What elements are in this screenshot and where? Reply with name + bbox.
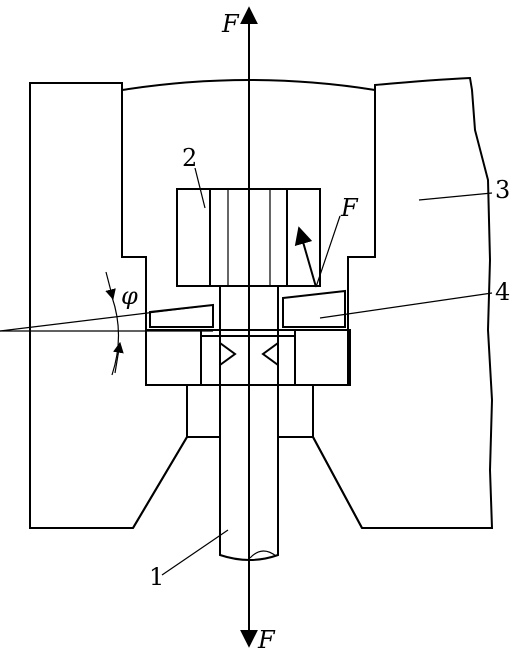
housing-hatched-left (29, 82, 188, 529)
leader-2 (194, 167, 206, 209)
bushing-right (294, 329, 351, 386)
bolt-neck-fill-r (277, 335, 296, 386)
part-1-label: 1 (149, 563, 164, 591)
angle-arc (111, 296, 120, 376)
part-4-label: 4 (495, 278, 510, 306)
angle-arrow-top (105, 271, 116, 301)
part-2-label: 2 (182, 144, 197, 172)
housing-left-section (30, 77, 375, 528)
wedge-ring-right (282, 289, 346, 328)
force-bottom-label: F (257, 626, 276, 654)
bushing-left (145, 329, 202, 386)
cone-right (312, 436, 363, 529)
cone-force-arrow-b (315, 215, 341, 288)
cone-force-arrow (294, 226, 317, 288)
housing-hatched-right (312, 76, 494, 529)
leader-3 (418, 192, 493, 201)
leader-4 (319, 292, 493, 319)
part-3-label: 3 (495, 176, 510, 204)
angle-ref-line-upper (0, 304, 214, 332)
leader-1 (161, 529, 229, 576)
cone-force-label: F (340, 194, 359, 222)
bolt-neck-fill (200, 335, 221, 386)
angle-label: φ (121, 282, 138, 310)
cone-left (132, 436, 188, 529)
angle-arrow-bottom (113, 341, 124, 374)
force-top-label: F (221, 10, 240, 38)
